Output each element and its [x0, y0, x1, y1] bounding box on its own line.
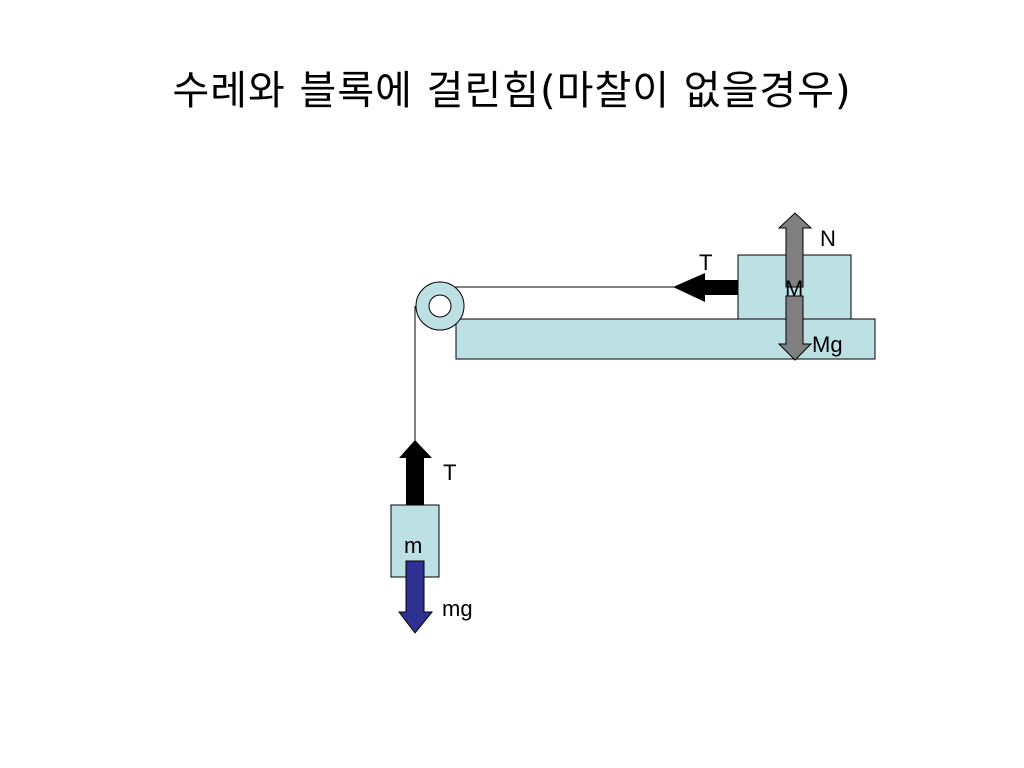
tension-arrow-vertical [399, 440, 432, 505]
normal-force-arrow [777, 212, 813, 288]
tension-arrow-horizontal [673, 273, 738, 302]
label-tension-horizontal: T [699, 250, 712, 275]
label-cart-mass: M [785, 276, 803, 301]
cart-weight-arrow [777, 295, 813, 361]
table-surface [455, 318, 876, 360]
slide-title: 수레와 블록에 걸린힘(마찰이 없을경우) [172, 68, 852, 114]
label-hanging-mass: m [404, 533, 422, 558]
label-normal-force: N [820, 226, 836, 251]
label-cart-weight: Mg [812, 332, 843, 357]
label-tension-vertical: T [443, 460, 456, 485]
label-hanging-weight: mg [442, 596, 473, 621]
hanging-weight-arrow [397, 560, 434, 634]
pulley-axle [428, 294, 452, 318]
